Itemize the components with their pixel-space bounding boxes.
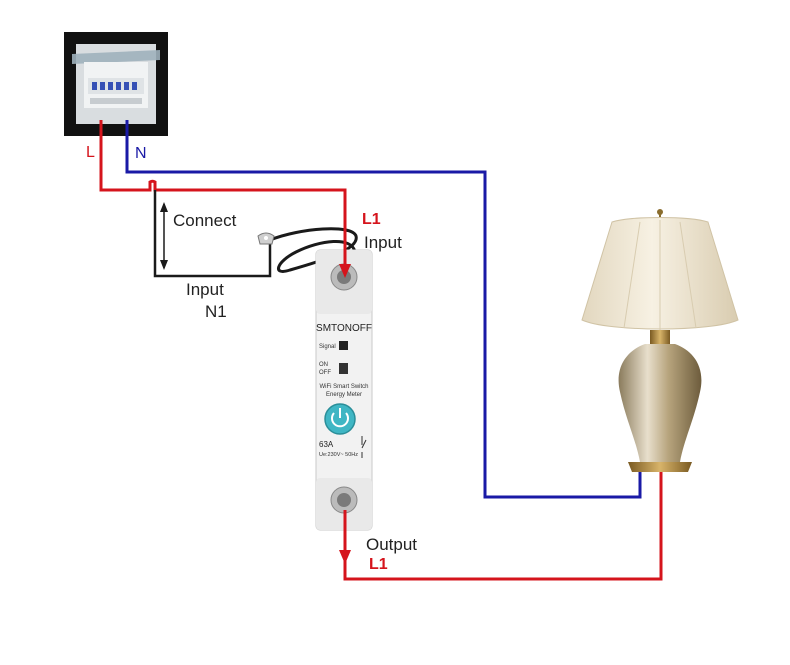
table-lamp-icon: [581, 209, 739, 472]
connect-label: Connect: [173, 211, 237, 230]
breaker-spec: Ue:230V~ 50Hz: [319, 452, 358, 458]
input-n1-label-line2: N1: [205, 302, 227, 321]
output-arrow: [339, 510, 351, 564]
breaker-rating: 63A: [319, 440, 334, 449]
panel-neutral-label: N: [135, 145, 147, 162]
breaker-panel-icon: [64, 32, 168, 136]
output-l1-code: L1: [369, 556, 388, 573]
neutral-connect-wire: [153, 190, 272, 278]
breaker-on-label: ON: [319, 362, 328, 368]
input-n1-label-line1: Input: [186, 280, 224, 299]
breaker-brand: SMTONOFF: [316, 323, 372, 334]
breaker-signal-label: Signal: [319, 344, 336, 350]
neutral-wire: [125, 120, 642, 499]
input-l1-code: L1: [362, 211, 381, 228]
spade-terminal-icon: [257, 232, 275, 245]
smart-breaker: [315, 249, 373, 531]
live-wire-out: [343, 470, 663, 581]
breaker-off-label: OFF: [319, 370, 331, 376]
output-label: Output: [366, 535, 417, 554]
input-l1-text: Input: [364, 233, 402, 252]
panel-live-label: L: [86, 144, 95, 161]
power-icon: [324, 403, 356, 435]
breaker-desc-line1: WiFi Smart Switch: [319, 384, 368, 390]
input-arrow: [339, 224, 351, 278]
connect-arrow: [160, 202, 168, 270]
breaker-desc-line2: Energy Meter: [326, 392, 362, 398]
